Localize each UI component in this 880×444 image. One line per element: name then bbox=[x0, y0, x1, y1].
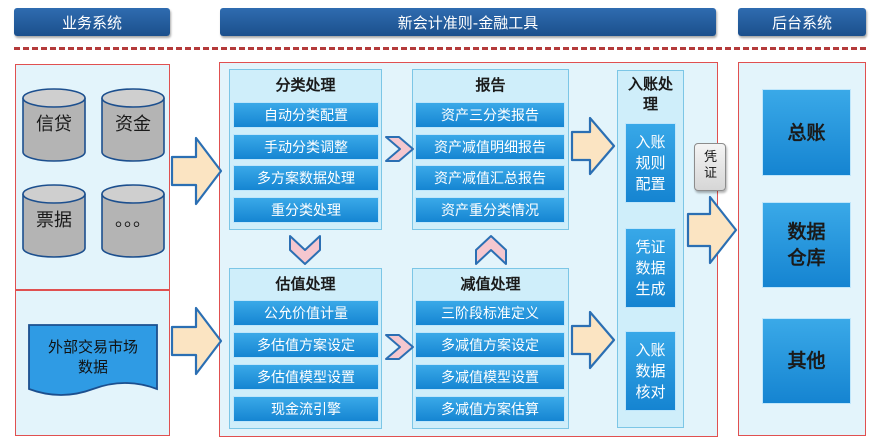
backend-data-warehouse: 数据仓库 bbox=[762, 202, 851, 288]
impairment-item: 多减值模型设置 bbox=[415, 364, 565, 390]
valuation-item: 现金流引擎 bbox=[233, 396, 379, 422]
report-item: 资产三分类报告 bbox=[415, 102, 565, 128]
database-icon bbox=[22, 88, 86, 162]
valuation-title: 估值处理 bbox=[275, 275, 336, 293]
posting-item: 入账规则配置 bbox=[625, 123, 676, 203]
cylinder-more: 。。。 bbox=[101, 184, 165, 258]
report-item: 资产重分类情况 bbox=[415, 197, 565, 223]
database-icon bbox=[101, 184, 165, 258]
cylinder-bills: 票据 bbox=[22, 184, 86, 258]
posting-title: 入账处理 bbox=[628, 75, 674, 113]
document-icon bbox=[28, 324, 158, 396]
classification-item: 多方案数据处理 bbox=[233, 165, 379, 191]
report-item: 资产减值汇总报告 bbox=[415, 165, 565, 191]
valuation-item: 多估值模型设置 bbox=[233, 364, 379, 390]
cylinder-label: 票据 bbox=[36, 210, 72, 231]
header-divider bbox=[14, 47, 866, 50]
report-item: 资产减值明细报告 bbox=[415, 134, 565, 160]
cylinder-funds: 资金 bbox=[101, 88, 165, 162]
header-business-systems: 业务系统 bbox=[14, 8, 170, 36]
impairment-item: 多减值方案估算 bbox=[415, 396, 565, 422]
report-title: 报告 bbox=[475, 76, 506, 94]
backend-other: 其他 bbox=[762, 318, 851, 404]
cylinder-credit: 信贷 bbox=[22, 88, 86, 162]
header-new-accounting-standard: 新会计准则-金融工具 bbox=[220, 8, 716, 36]
cylinder-label: 资金 bbox=[115, 114, 151, 135]
posting-item: 入账数据核对 bbox=[625, 331, 676, 411]
posting-item: 凭证数据生成 bbox=[625, 228, 676, 308]
impairment-item: 多减值方案设定 bbox=[415, 332, 565, 358]
cylinder-label: 。。。 bbox=[115, 210, 151, 231]
classification-item: 手动分类调整 bbox=[233, 134, 379, 160]
valuation-item: 公允价值计量 bbox=[233, 300, 379, 326]
impairment-title: 减值处理 bbox=[460, 275, 521, 293]
header-backend-systems: 后台系统 bbox=[738, 8, 866, 36]
voucher-box: 凭证 bbox=[694, 143, 726, 191]
classification-item: 自动分类配置 bbox=[233, 102, 379, 128]
cylinder-label: 信贷 bbox=[36, 114, 72, 135]
classification-item: 重分类处理 bbox=[233, 197, 379, 223]
external-data-label: 外部交易市场数据 bbox=[47, 338, 138, 376]
database-icon bbox=[101, 88, 165, 162]
external-market-data: 外部交易市场数据 bbox=[27, 323, 159, 403]
database-icon bbox=[22, 184, 86, 258]
backend-general-ledger: 总账 bbox=[762, 89, 851, 176]
valuation-item: 多估值方案设定 bbox=[233, 332, 379, 358]
impairment-item: 三阶段标准定义 bbox=[415, 300, 565, 326]
classification-title: 分类处理 bbox=[275, 76, 336, 94]
